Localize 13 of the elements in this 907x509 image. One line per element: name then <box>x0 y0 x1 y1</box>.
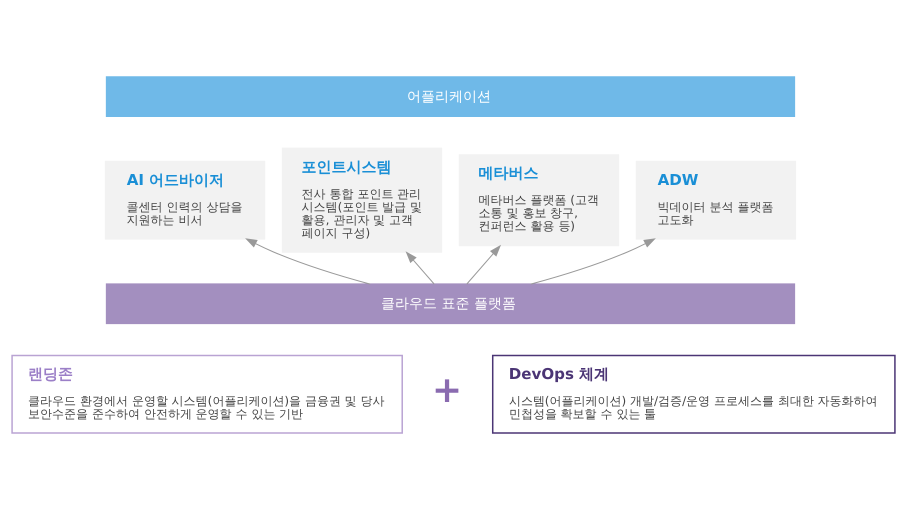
arrow <box>245 238 370 284</box>
node-box: DevOps 체계 시스템(어플리케이션) 개발/검증/운영 프로세스를 최대한 자동화하여 민첩성을 확보할 수 있는 툴 <box>492 354 896 434</box>
node-box: AI 어드바이저 콜센터 인력의 상담을 지원하는 비서 <box>104 160 266 240</box>
node-box: 메타버스 메타버스 플랫폼 (고객 소통 및 홍보 창구, 컨퍼런스 활용 등) <box>458 154 620 246</box>
arrow <box>466 244 502 284</box>
node-box: ADW 빅데이터 분석 플랫폼 고도화 <box>636 160 796 240</box>
arrow <box>406 250 435 284</box>
node-box: 랜딩존 클라우드 환경에서 운영할 시스템(어플리케이션)을 금융권 및 당사 보안수준을 준수하여 안전하게 운영할 수 있는 기반 <box>11 354 403 434</box>
label: + <box>432 368 462 411</box>
node-box: 포인트시스템 전사 통합 포인트 관리 시스템(포인트 발급 및 활용, 관리자 및 고객 페이지 구성) <box>282 147 442 252</box>
node-box: 어플리케이션 <box>106 76 796 116</box>
node-box: 클라우드 표준 플랫폼 <box>106 282 796 324</box>
arrow <box>530 238 656 284</box>
